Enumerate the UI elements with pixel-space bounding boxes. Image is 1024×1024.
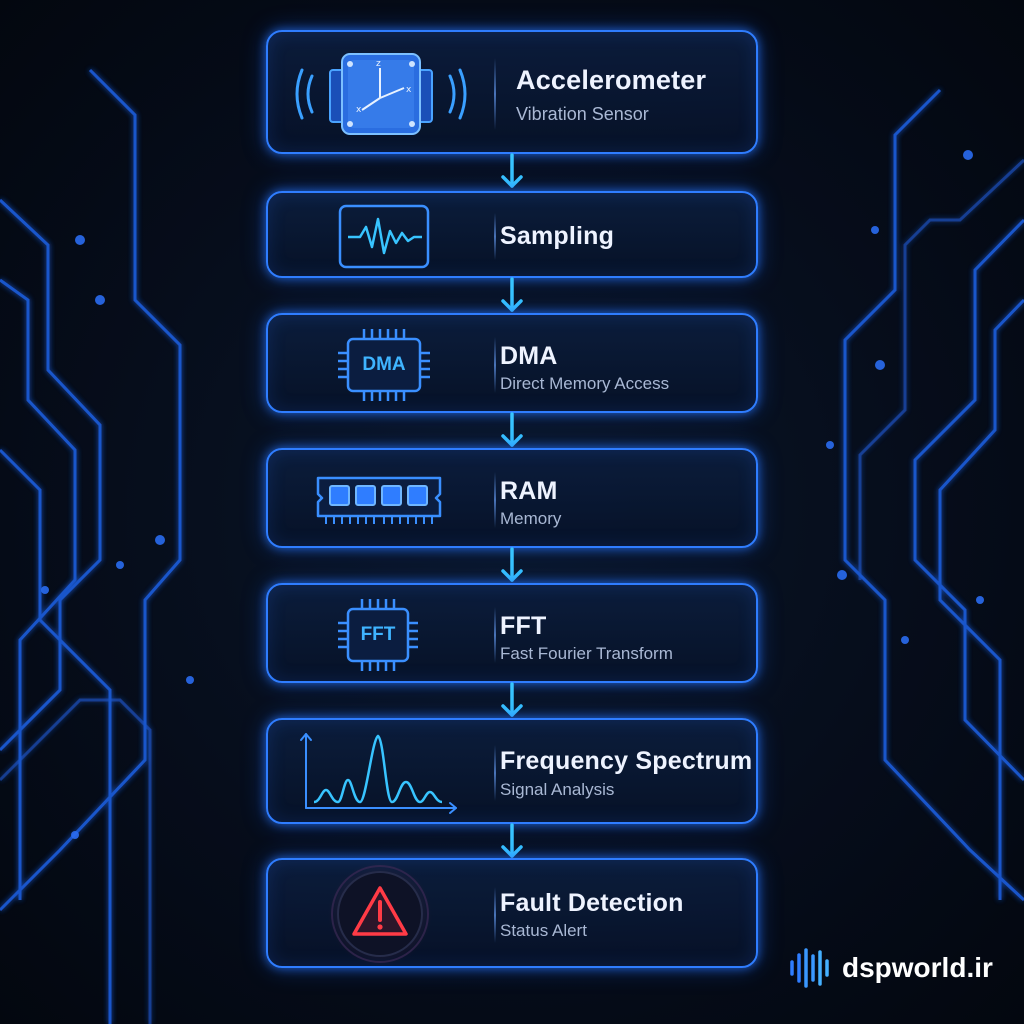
waveform-icon <box>338 204 430 269</box>
node-title: Accelerometer <box>516 65 707 95</box>
node-title: DMA <box>500 342 558 370</box>
chip-label: DMA <box>362 354 406 375</box>
chip-icon <box>338 329 430 401</box>
node-frequency-spectrum: Frequency Spectrum Signal Analysis <box>266 718 758 824</box>
node-dma: DMA DMA Direct Memory Access <box>266 313 758 413</box>
spectrum-icon <box>300 733 457 814</box>
node-divider <box>494 58 496 130</box>
node-subtitle: Vibration Sensor <box>516 104 649 124</box>
node-title: Frequency Spectrum <box>500 747 753 775</box>
node-divider <box>494 472 496 528</box>
node-subtitle: Memory <box>500 509 562 528</box>
node-divider <box>494 607 496 663</box>
node-title: Fault Detection <box>500 889 684 917</box>
node-subtitle: Status Alert <box>500 921 587 940</box>
brand-watermark: dspworld.ir <box>788 946 993 990</box>
node-sampling: Sampling <box>266 191 758 278</box>
flow-arrow <box>501 153 523 188</box>
node-divider <box>494 213 496 260</box>
flow-arrow <box>501 823 523 858</box>
svg-text:x: x <box>356 105 362 115</box>
chip-label: FFT <box>360 624 396 645</box>
warning-icon <box>328 862 432 966</box>
flow-arrow <box>501 277 523 312</box>
node-divider <box>494 337 496 393</box>
chip-icon <box>338 599 418 671</box>
node-fft: FFT FFT Fast Fourier Transform <box>266 583 758 683</box>
flow-arrow <box>501 682 523 717</box>
node-fault-detection: Fault Detection Status Alert <box>266 858 758 968</box>
node-title: FFT <box>500 612 547 640</box>
node-divider <box>494 887 496 943</box>
node-subtitle: Signal Analysis <box>500 780 615 799</box>
node-ram: RAM Memory <box>266 448 758 548</box>
flow-arrow <box>501 412 523 447</box>
sound-bars-icon <box>790 948 829 988</box>
brand-text: dspworld.ir <box>842 952 993 983</box>
svg-text:x: x <box>406 85 412 95</box>
node-title: Sampling <box>500 222 615 250</box>
node-divider <box>494 745 496 801</box>
svg-text:z: z <box>376 59 381 69</box>
accelerometer-icon: z x x <box>295 53 467 135</box>
ram-icon <box>316 476 442 524</box>
node-subtitle: Direct Memory Access <box>500 374 670 393</box>
node-title: RAM <box>500 477 558 505</box>
flow-arrow <box>501 547 523 582</box>
node-subtitle: Fast Fourier Transform <box>500 644 673 663</box>
node-accelerometer: z x x Accelerometer Vibration Sensor <box>266 30 758 154</box>
